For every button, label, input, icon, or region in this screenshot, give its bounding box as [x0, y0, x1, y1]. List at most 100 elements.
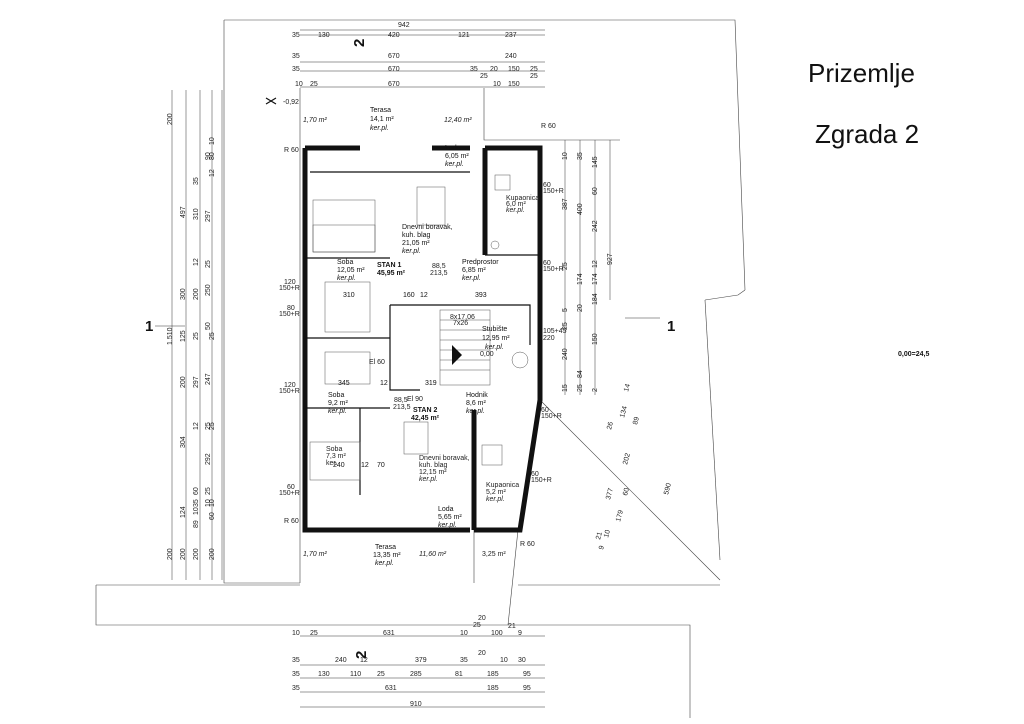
opening-label: 60 — [531, 471, 539, 478]
room-floor: ker.pl. — [419, 476, 438, 483]
room-name: Soba — [326, 446, 342, 453]
opening-label: 150+R — [279, 490, 300, 497]
room-name: Stubište — [482, 326, 507, 333]
inner-dim: R 60 — [520, 541, 535, 548]
dim-top: 670 — [388, 53, 400, 60]
room-floor: ker.pl. — [445, 161, 464, 168]
dim-top: 35 — [292, 53, 300, 60]
dim-left: 80 — [209, 152, 216, 160]
dim-left: 10 — [209, 499, 216, 507]
dim-left: 200 — [193, 548, 200, 560]
dim-right: 25 — [577, 384, 584, 392]
dim-bottom: 9 — [518, 630, 522, 637]
room-area: 5,65 m² — [438, 514, 462, 521]
apartment-name: STAN 2 — [413, 407, 437, 414]
dim-right: 35 — [577, 152, 584, 160]
dim-top: 150 — [508, 66, 520, 73]
section-markers: 1 1 2 2 — [145, 39, 675, 659]
room-floor: ker.pl. — [462, 275, 481, 282]
section-right-label: 1 — [667, 318, 675, 335]
room-area: 12,95 m² — [482, 335, 510, 342]
dim-top: 240 — [505, 53, 517, 60]
inner-dim: R 60 — [284, 518, 299, 525]
dim-left: 35 — [193, 177, 200, 185]
dim-left: 200 — [180, 376, 187, 388]
room-area: 6,85 m² — [462, 267, 486, 274]
dim-top: 670 — [388, 66, 400, 73]
room-floor: ker. — [326, 460, 337, 467]
opening-label: 120 — [284, 279, 296, 286]
dim-right: 377 — [605, 487, 615, 500]
scale-note: 0,00=24,5 — [898, 351, 929, 358]
dim-right: 10 — [603, 529, 612, 538]
dim-left: 200 — [193, 288, 200, 300]
dim-right: 242 — [592, 220, 599, 232]
title-line2: Zgrada 2 — [815, 119, 919, 149]
dim-left: 200 — [167, 548, 174, 560]
room-area: 21,05 m² — [402, 240, 430, 247]
dim-right: 2 — [592, 388, 599, 392]
dim-left: 12 — [209, 169, 216, 177]
opening-label: 60 — [543, 260, 551, 267]
inner-dim: R 60 — [541, 123, 556, 130]
dim-top: 237 — [505, 32, 517, 39]
opening-label: 150+R — [279, 388, 300, 395]
dim-bottom: 12 — [360, 657, 368, 664]
dim-right: 400 — [577, 203, 584, 215]
dim-bottom: 20 — [478, 650, 486, 657]
dim-bottom: 20 — [478, 615, 486, 622]
room-floor: ker.pl. — [485, 344, 504, 351]
dim-right: 12 — [592, 260, 599, 268]
room-area: 12,05 m² — [337, 267, 365, 274]
dim-left: 125 — [180, 330, 187, 342]
dim-left: 300 — [180, 288, 187, 300]
dim-left: 247 — [205, 373, 212, 385]
dim-left: 25 — [205, 422, 212, 430]
dim-left: 25 — [205, 260, 212, 268]
room-floor: ker.pl. — [402, 248, 421, 255]
room-floor: ker.pl. — [337, 275, 356, 282]
opening-label: 8x17,06 — [450, 314, 475, 321]
room-area: 9,2 m² — [328, 400, 349, 407]
apartment-name: STAN 1 — [377, 262, 401, 269]
dim-right: 15 — [562, 384, 569, 392]
dim-bottom: 30 — [518, 657, 526, 664]
dim-left: 310 — [193, 208, 200, 220]
dim-bottom: 631 — [383, 630, 395, 637]
dim-left: 10 — [205, 499, 212, 507]
room-name: Soba — [328, 392, 344, 399]
dim-right: 150 — [592, 333, 599, 345]
room-floor: ker.pl. — [370, 125, 389, 132]
room-name: Loda — [445, 145, 461, 152]
inner-dim: 240 — [333, 462, 345, 469]
dim-right: 14 — [623, 383, 632, 392]
dim-bottom: 81 — [455, 671, 463, 678]
dim-bottom: 110 — [350, 671, 361, 678]
opening-label: 220 — [543, 335, 555, 342]
dim-bottom: 240 — [335, 657, 347, 664]
room-name: Terasa — [375, 544, 396, 551]
room-name: Kupaonica — [486, 482, 519, 489]
dim-bottom: 185 — [487, 685, 499, 692]
dim-top: 35 — [292, 66, 300, 73]
dim-top: 20 — [490, 66, 498, 73]
inner-dim: 88,5 — [394, 397, 408, 404]
opening-label: 150+R — [279, 311, 300, 318]
opening-label: 7x26 — [453, 320, 468, 327]
level-arrow-icon — [265, 97, 462, 365]
dim-top: 670 — [388, 81, 400, 88]
dim-bottom: 25 — [473, 622, 481, 629]
dim-left: 35 — [193, 499, 200, 507]
room-area: 6,05 m² — [445, 153, 469, 160]
room-area: 5,2 m² — [486, 489, 507, 496]
dim-right: 60 — [592, 187, 599, 195]
inner-dim: 12 — [380, 380, 388, 387]
dim-left: 292 — [205, 453, 212, 465]
dim-bottom: 10 — [500, 657, 508, 664]
room-name: Kupaonica — [506, 195, 539, 202]
dim-bottom: 10 — [292, 630, 300, 637]
dim-right: 927 — [607, 253, 614, 265]
room-area: 7,3 m² — [326, 453, 347, 460]
dims-bottom: 10 25 631 10 25 100 9 20 21 35 240 12 37… — [292, 615, 545, 708]
